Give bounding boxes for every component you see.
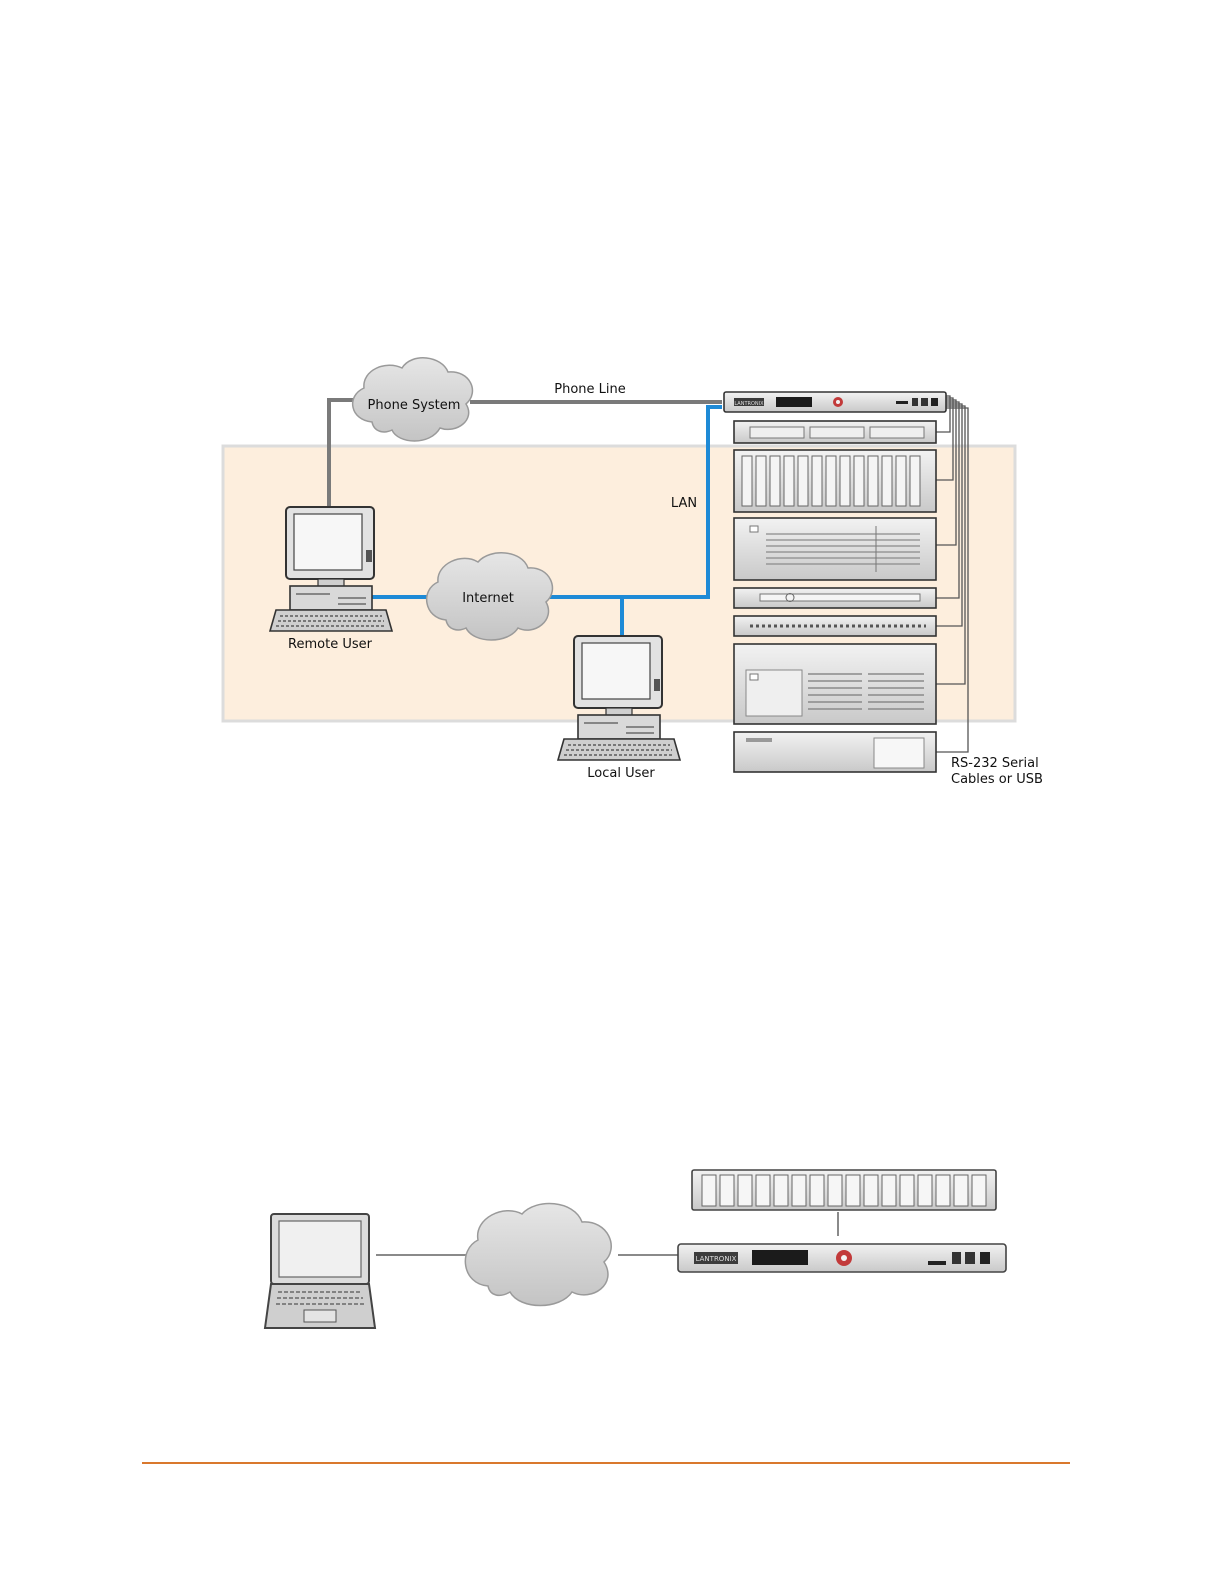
laptop-icon [265,1214,375,1328]
phone-system-label: Phone System [368,398,461,413]
local-user-label: Local User [587,766,655,781]
device-brand-label: LANTRONIX [734,401,764,407]
storage-array-device [692,1170,996,1210]
keyboard-icon [270,610,392,631]
internet-label: Internet [462,591,514,606]
rack-server-4u [734,518,936,580]
footer-rule [142,1462,1070,1464]
crt-monitor-icon [286,507,374,587]
remote-user-label: Remote User [288,637,373,652]
rack-storage-array [734,450,936,512]
rack-network-switch [734,616,936,636]
keyboard-icon [558,739,680,760]
phone-system-cloud: Phone System [353,358,473,441]
rack-server-large [734,644,936,724]
compass-logo-icon [836,1250,852,1266]
compass-logo-icon [833,397,843,407]
crt-monitor-icon [574,636,662,716]
rack-server-bottom [734,732,936,772]
network-cloud [465,1204,611,1306]
diagram-laptop-remote-access: LANTRONIX [265,1170,1006,1328]
lan-label: LAN [671,496,697,511]
desktop-tower-icon [578,715,660,739]
desktop-tower-icon [290,586,372,610]
rack-server-1u [734,421,936,443]
diagram-console-server-network: Phone System Internet Phone Line LAN [223,358,1043,787]
rack-appliance [734,588,936,608]
console-server-device: LANTRONIX [678,1244,1006,1272]
serial-cables-label-line1: RS-232 Serial [951,756,1039,771]
serial-cables-label-line2: Cables or USB [951,772,1043,787]
console-server-device: LANTRONIX [724,392,946,412]
phone-line-label: Phone Line [554,382,626,397]
device-brand-label: LANTRONIX [696,1255,737,1263]
